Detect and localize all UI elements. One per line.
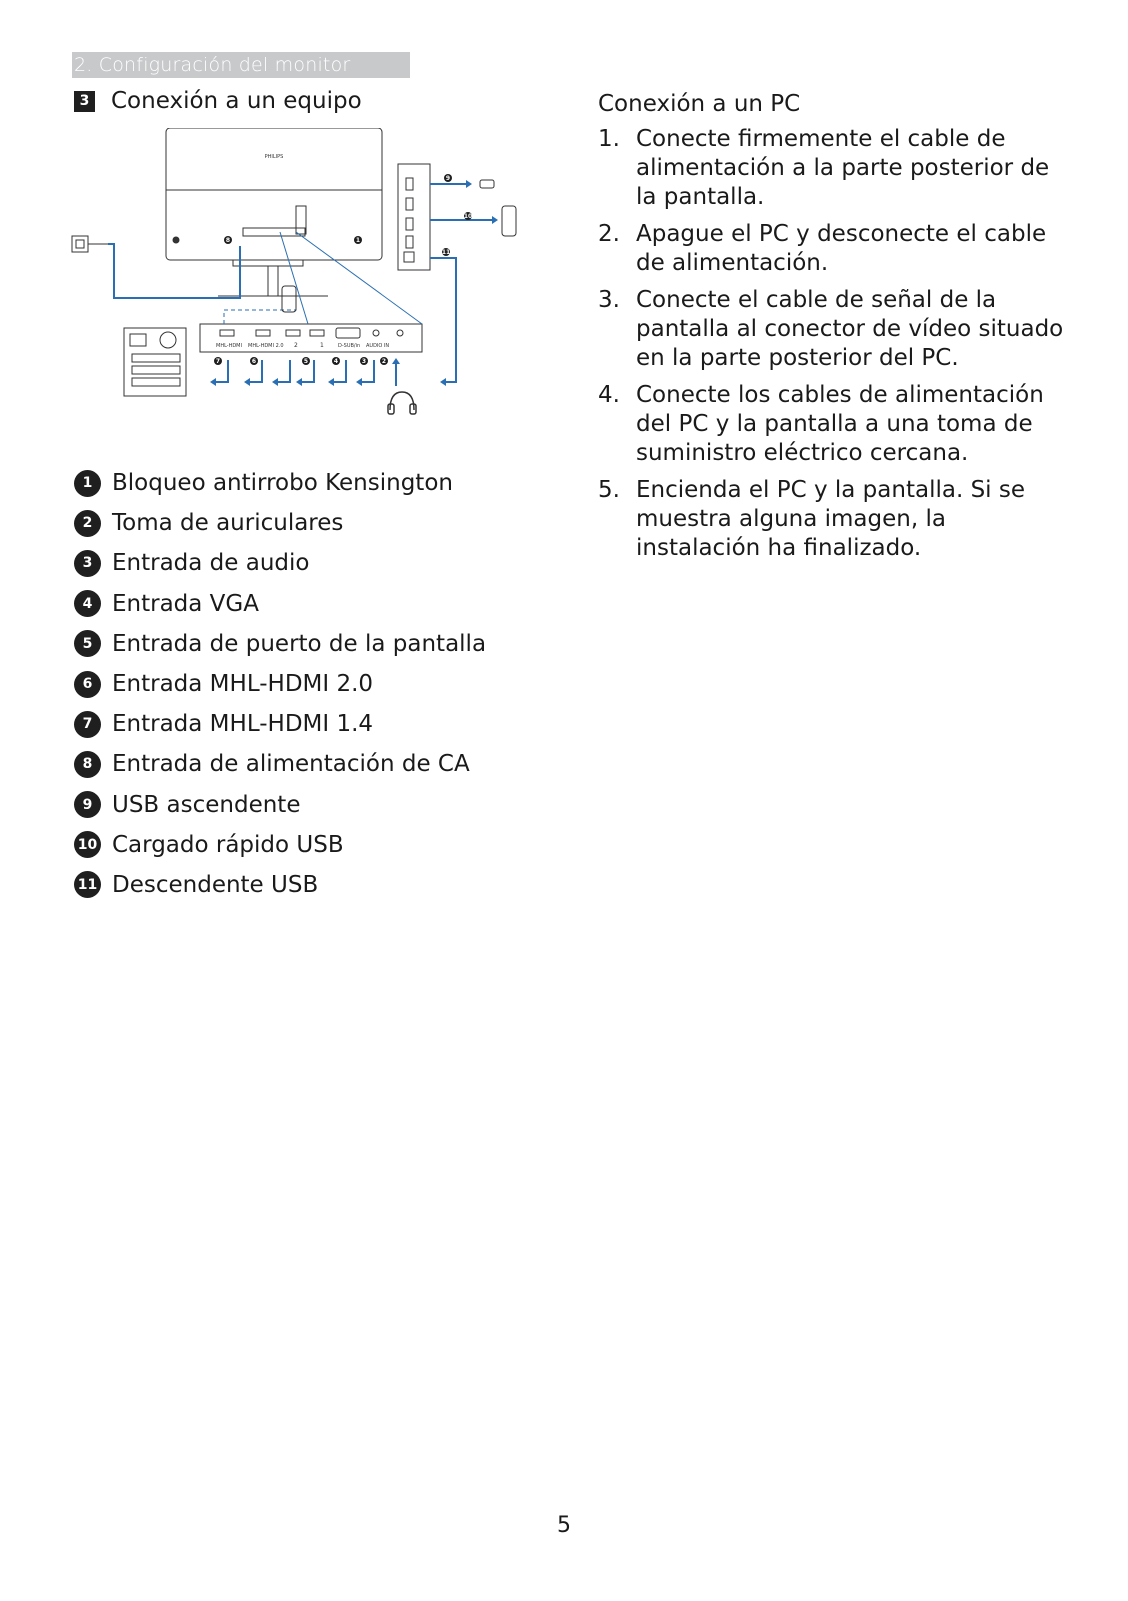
list-item: 2. Apague el PC y desconecte el cable de … xyxy=(598,220,1068,278)
step-number: 2. xyxy=(598,221,620,247)
svg-text:6: 6 xyxy=(252,358,256,365)
svg-text:3: 3 xyxy=(362,358,366,365)
svg-text:9: 9 xyxy=(446,175,450,182)
usb-stick-icon xyxy=(479,179,495,189)
connector-legend: 1 Bloqueo antirrobo Kensington 2 Toma de a… xyxy=(74,463,486,905)
step-number: 5. xyxy=(598,477,620,503)
list-item: 11 Descendente USB xyxy=(74,865,486,905)
legend-label: Entrada de audio xyxy=(112,550,310,577)
step-number: 3. xyxy=(598,287,620,313)
svg-text:5: 5 xyxy=(304,358,308,365)
step-text: Apague el PC y desconecte el cable de al… xyxy=(636,221,1047,276)
list-item: 5. Encienda el PC y la pantalla. Si se mu… xyxy=(598,476,1068,563)
step-number: 1. xyxy=(598,126,620,152)
phone-icon xyxy=(281,285,297,313)
list-item: 1. Conecte firmemente el cable de aliment… xyxy=(598,125,1068,212)
list-item: 10 Cargado rápido USB xyxy=(74,825,486,865)
pc-connection-steps: 1. Conecte firmemente el cable de aliment… xyxy=(598,125,1068,563)
svg-text:4: 4 xyxy=(334,358,338,365)
phone-icon xyxy=(501,205,517,237)
legend-label: Entrada MHL-HDMI 2.0 xyxy=(112,671,374,698)
list-item: 5 Entrada de puerto de la pantalla xyxy=(74,624,486,664)
step-text: Conecte firmemente el cable de alimentac… xyxy=(636,126,1050,210)
legend-number: 4 xyxy=(74,590,101,618)
legend-label: Cargado rápido USB xyxy=(112,831,344,858)
legend-number: 6 xyxy=(74,670,101,698)
list-item: 4 Entrada VGA xyxy=(74,584,486,624)
legend-number: 1 xyxy=(74,469,101,497)
svg-text:11: 11 xyxy=(442,249,450,256)
port-label-dp2: 2 xyxy=(294,342,298,349)
legend-number: 5 xyxy=(74,630,101,658)
list-item: 9 USB ascendente xyxy=(74,785,486,825)
list-item: 6 Entrada MHL-HDMI 2.0 xyxy=(74,664,486,704)
legend-number: 2 xyxy=(74,509,101,537)
legend-label: Entrada VGA xyxy=(112,590,259,617)
step-text: Conecte los cables de alimentación del P… xyxy=(636,382,1044,466)
port-label-dsub: D-SUB/in xyxy=(338,343,360,349)
pc-back-illustration xyxy=(123,327,187,397)
legend-label: Entrada de alimentación de CA xyxy=(112,751,470,778)
section-title: 3 Conexión a un equipo xyxy=(74,86,362,116)
step-text: Conecte el cable de señal de la pantalla… xyxy=(636,287,1064,371)
pc-connection-section: Conexión a un PC 1. Conecte firmemente el… xyxy=(598,89,1068,571)
section-title-text: Conexión a un equipo xyxy=(111,88,362,114)
list-item: 1 Bloqueo antirrobo Kensington xyxy=(74,463,486,503)
list-item: 4. Conecte los cables de alimentación del… xyxy=(598,381,1068,468)
port-label-audio: AUDIO IN xyxy=(366,343,389,349)
legend-label: USB ascendente xyxy=(112,791,301,818)
legend-label: Bloqueo antirrobo Kensington xyxy=(112,470,453,497)
port-label-mhl-hdmi: MHL-HDMI xyxy=(216,343,242,349)
diagram-callouts: 1 2 3 4 5 6 7 8 9 10 11 xyxy=(214,174,472,365)
legend-number: 9 xyxy=(74,791,101,819)
step-text: Encienda el PC y la pantalla. Si se mues… xyxy=(636,477,1026,561)
usb-side-ports xyxy=(397,163,431,271)
svg-text:7: 7 xyxy=(216,358,220,365)
legend-label: Toma de auriculares xyxy=(112,510,344,537)
svg-text:8: 8 xyxy=(226,237,230,244)
legend-number: 3 xyxy=(74,549,101,577)
monitor-back-illustration xyxy=(165,128,383,297)
section-number-badge: 3 xyxy=(74,90,95,112)
connection-diagram: PHILIPS MHL-HDMI MHL-HDMI 2.0 2 1 xyxy=(71,128,517,415)
headphones-icon xyxy=(387,391,417,415)
power-outlet-icon xyxy=(71,235,108,253)
list-item: 7 Entrada MHL-HDMI 1.4 xyxy=(74,704,486,744)
list-item: 8 Entrada de alimentación de CA xyxy=(74,744,486,784)
list-item: 2 Toma de auriculares xyxy=(74,503,486,543)
legend-number: 10 xyxy=(74,831,101,859)
svg-text:10: 10 xyxy=(464,213,472,220)
port-panel xyxy=(199,323,423,353)
port-label-dp1: 1 xyxy=(320,342,324,349)
legend-number: 8 xyxy=(74,750,101,778)
brand-logo: PHILIPS xyxy=(265,154,284,160)
legend-label: Entrada MHL-HDMI 1.4 xyxy=(112,711,374,738)
port-label-mhl-hdmi-2: MHL-HDMI 2.0 xyxy=(248,343,284,349)
legend-number: 11 xyxy=(74,871,101,899)
svg-text:2: 2 xyxy=(382,358,386,365)
step-number: 4. xyxy=(598,382,620,408)
section-header-band: 2. Configuración del monitor xyxy=(72,52,410,78)
pc-connection-title: Conexión a un PC xyxy=(598,91,801,117)
page-number: 5 xyxy=(557,1513,571,1538)
list-item: 3 Entrada de audio xyxy=(74,543,486,583)
list-item: 3. Conecte el cable de señal de la pantal… xyxy=(598,286,1068,373)
legend-label: Descendente USB xyxy=(112,871,319,898)
svg-text:1: 1 xyxy=(356,237,360,244)
legend-label: Entrada de puerto de la pantalla xyxy=(112,630,487,657)
legend-number: 7 xyxy=(74,710,101,738)
